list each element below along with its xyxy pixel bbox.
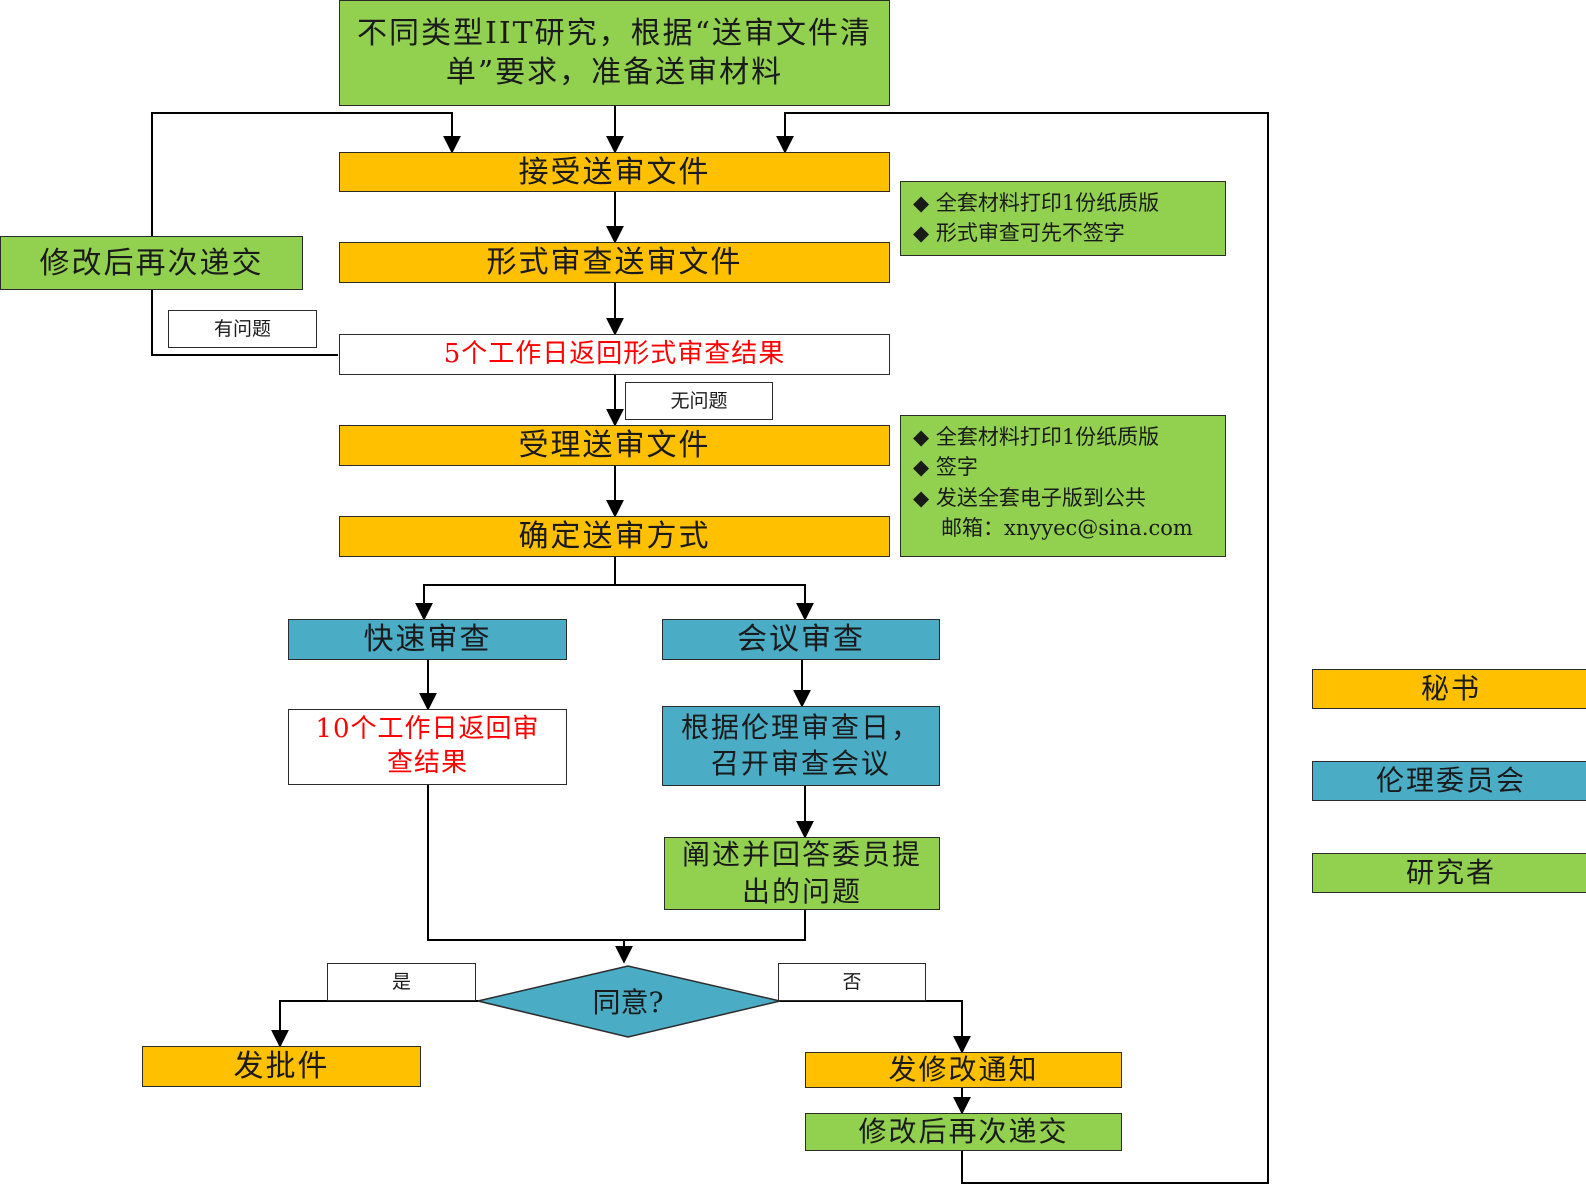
note-accept-line-1: ◆ 全套材料打印1份纸质版 [913, 425, 1160, 449]
note-accept-line-3: ◆ 发送全套电子版到公共 [913, 485, 1146, 510]
arrow-yes-to-approval [271, 1000, 478, 1048]
node-fast-review: 快速审查 [288, 619, 567, 660]
arrow-to-meeting [615, 584, 814, 621]
node-return-formal: 5个工作日返回形式审查结果 [339, 334, 890, 375]
note-accept-line-2: ◆ 签字 [913, 455, 978, 480]
note-accept: ◆ 全套材料打印1份纸质版 ◆ 签字 ◆ 发送全套电子版到公共 邮箱：xnyye… [900, 415, 1226, 557]
label-yes: 是 [327, 963, 476, 1001]
note-accept-email: 邮箱：xnyyec@sina.com [941, 516, 1193, 541]
decision-label: 同意? [592, 986, 664, 1019]
node-issue-approval: 发批件 [142, 1046, 421, 1087]
node-convene: 根据伦理审查日，召开审查会议 [662, 706, 940, 786]
node-resubmit-left: 修改后再次递交 [0, 236, 303, 290]
line-problem-to-resubmit [151, 290, 338, 356]
node-resubmit-bottom: 修改后再次递交 [805, 1113, 1122, 1151]
note-formal-review-line-2: ◆ 形式审查可先不签字 [913, 221, 1125, 246]
label-no: 否 [778, 963, 926, 1001]
node-receive: 接受送审文件 [339, 152, 890, 192]
decision-diamond [477, 965, 781, 1038]
line-determine-split [415, 557, 616, 621]
node-issue-revision: 发修改通知 [805, 1052, 1122, 1088]
node-return-fast: 10个工作日返回审查结果 [288, 709, 567, 785]
node-accept: 受理送审文件 [339, 425, 890, 466]
note-formal-review-line-1: ◆ 全套材料打印1份纸质版 [913, 191, 1160, 215]
legend-committee: 伦理委员会 [1312, 761, 1586, 801]
arrow-resubmit-loop-to-receive [776, 112, 1269, 1184]
node-prepare: 不同类型IIT研究，根据“送审文件清单”要求，准备送审材料 [339, 0, 890, 106]
node-explain: 阐述并回答委员提出的问题 [664, 837, 940, 910]
line-fast-to-merge [427, 785, 633, 964]
arrow-resubmit-to-receive [151, 112, 461, 236]
node-meeting-review: 会议审查 [662, 619, 940, 660]
arrow-no-to-revision [780, 1000, 971, 1054]
node-formal-review: 形式审查送审文件 [339, 242, 890, 283]
legend-secretary: 秘书 [1312, 669, 1586, 709]
label-has-problem: 有问题 [168, 310, 317, 348]
node-determine: 确定送审方式 [339, 516, 890, 557]
note-formal-review: ◆ 全套材料打印1份纸质版 ◆ 形式审查可先不签字 [900, 181, 1226, 256]
line-explain-to-merge [624, 910, 806, 941]
label-no-problem: 无问题 [625, 382, 773, 420]
legend-researcher: 研究者 [1312, 853, 1586, 893]
